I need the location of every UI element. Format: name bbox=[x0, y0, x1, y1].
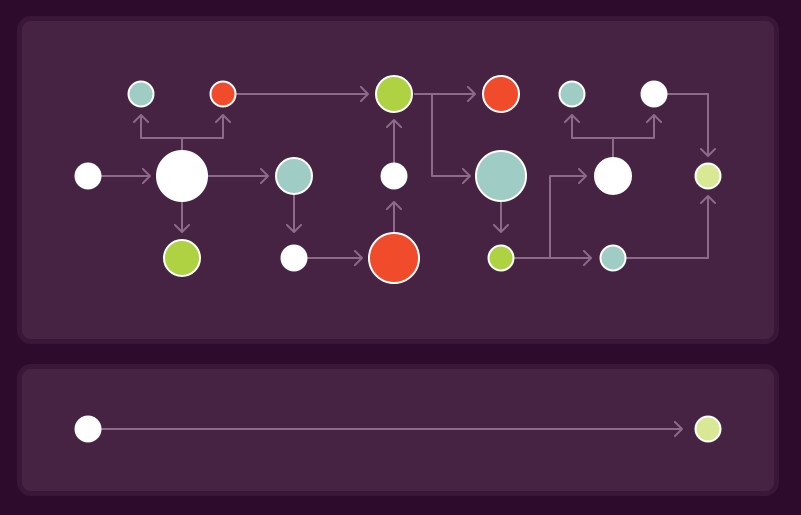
edge-n10-n11 bbox=[414, 85, 476, 103]
edge-n10-n12 bbox=[431, 94, 471, 185]
arrow-head-icon bbox=[353, 249, 363, 267]
node-n16-white bbox=[640, 80, 668, 108]
arrow-head-icon bbox=[214, 114, 232, 124]
edge-b1-b2 bbox=[101, 420, 683, 438]
edge-n17-n18 bbox=[626, 195, 717, 259]
edge-n2-n5 bbox=[173, 201, 191, 233]
edge-n2-n3 bbox=[132, 114, 183, 151]
edge-n2-n4 bbox=[182, 114, 232, 139]
arrow-head-icon bbox=[385, 201, 403, 211]
edge-n14-n15 bbox=[563, 114, 614, 158]
node-n2-white bbox=[156, 150, 208, 202]
arrow-head-icon bbox=[563, 114, 581, 124]
node-n4-orange bbox=[209, 80, 237, 108]
edge-n1-n2 bbox=[101, 167, 151, 185]
edges-layer bbox=[101, 85, 717, 438]
arrow-head-icon bbox=[699, 147, 717, 157]
node-n3-teal bbox=[127, 80, 155, 108]
arrow-head-icon bbox=[673, 420, 683, 438]
node-n18-pale bbox=[694, 162, 722, 190]
node-n10-lime bbox=[375, 75, 413, 113]
node-b1-white bbox=[74, 415, 102, 443]
arrow-head-icon bbox=[132, 114, 150, 124]
node-n9-white bbox=[380, 162, 408, 190]
nodes-layer bbox=[74, 75, 722, 443]
node-n12-teal bbox=[475, 150, 527, 202]
arrow-head-icon bbox=[461, 167, 471, 185]
arrow-head-icon bbox=[492, 223, 510, 233]
edge-n13-n14 bbox=[549, 167, 587, 258]
edge-n7-n8 bbox=[307, 249, 363, 267]
arrow-head-icon bbox=[259, 167, 269, 185]
node-n7-white bbox=[280, 244, 308, 272]
node-n11-orange bbox=[482, 75, 520, 113]
edge-n2-n6 bbox=[207, 167, 269, 185]
arrow-head-icon bbox=[577, 167, 587, 185]
edge-n12-n13 bbox=[492, 201, 510, 233]
node-n15-teal bbox=[558, 80, 586, 108]
edge-n13-n17 bbox=[514, 249, 592, 267]
edge-n16-n18 bbox=[667, 93, 717, 157]
arrow-head-icon bbox=[359, 85, 369, 103]
node-n1-white bbox=[74, 162, 102, 190]
arrow-head-icon bbox=[699, 195, 717, 205]
node-n17-teal bbox=[599, 244, 627, 272]
edge-n8-n9 bbox=[385, 201, 403, 233]
node-b2-pale bbox=[694, 415, 722, 443]
arrow-head-icon bbox=[385, 119, 403, 129]
edge-n14-n16 bbox=[613, 114, 663, 139]
node-n6-teal bbox=[275, 157, 313, 195]
arrow-head-icon bbox=[173, 223, 191, 233]
arrow-head-icon bbox=[466, 85, 476, 103]
arrow-head-icon bbox=[285, 223, 303, 233]
edge-n9-n10 bbox=[385, 119, 403, 163]
arrow-head-icon bbox=[645, 114, 663, 124]
node-n5-lime bbox=[163, 239, 201, 277]
node-n8-orange bbox=[368, 232, 420, 284]
arrow-head-icon bbox=[141, 167, 151, 185]
node-n13-lime bbox=[487, 244, 515, 272]
node-n14-white bbox=[594, 157, 632, 195]
edge-n4-n10 bbox=[236, 85, 369, 103]
arrow-head-icon bbox=[582, 249, 592, 267]
edge-n6-n7 bbox=[285, 194, 303, 233]
